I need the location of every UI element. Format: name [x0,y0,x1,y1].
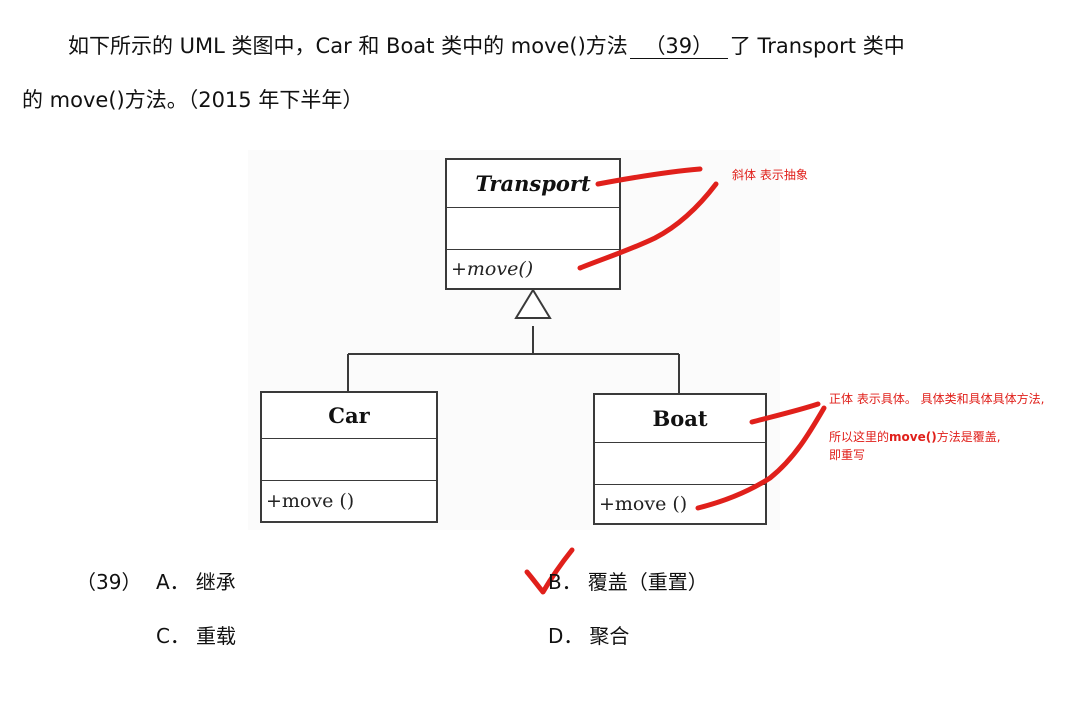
question-line-1: 如下所示的 UML 类图中，Car 和 Boat 类中的 move()方法（39… [68,30,905,60]
class-car-method: +move () [266,490,355,512]
note-concrete-line-1: 正体 表示具体。 具体类和具体具体方法, [829,392,1045,406]
class-car-attributes [262,439,436,481]
class-transport-attributes [447,208,619,250]
class-transport: Transport +move() [445,158,621,290]
note-concrete-line-2-end: 方法是覆盖, [936,430,1001,444]
option-a-text: 继承 [195,570,236,594]
class-boat-name: Boat [595,395,765,443]
option-d-letter: D． [548,624,584,648]
note-concrete-line-3: 即重写 [829,448,866,462]
option-d: D．聚合 [548,620,629,649]
uml-class-diagram: Transport +move() Car +move () Boat +mov… [248,150,780,530]
option-d-text: 聚合 [589,624,630,648]
question-number: （39） [76,570,142,594]
note-concrete-line-2-bold: move() [889,430,937,444]
note-concrete-line-2: 所以这里的move()方法是覆盖, [829,428,1001,445]
class-boat-attributes [595,443,765,485]
option-c-letter: C． [156,624,190,648]
option-b: B．覆盖（重置） [548,566,708,595]
question-line-2: 的 move()方法。（2015 年下半年） [22,88,364,112]
class-transport-method: +move() [451,258,534,280]
note-concrete-line-2-start: 所以这里的 [829,430,890,444]
generalization-arrowhead [514,288,552,319]
option-a-letter: A． [156,570,190,594]
answer-blank: （39） [629,34,728,59]
question-text-start: 如下所示的 UML 类图中，Car 和 Boat 类中的 move()方法 [68,34,628,58]
option-c-text: 重载 [195,624,236,648]
option-a: A．继承 [156,566,236,595]
option-c: C．重载 [156,620,236,649]
class-boat: Boat +move () [593,393,767,525]
option-b-letter: B． [548,570,582,594]
question-text-end: 了 Transport 类中 [729,34,905,58]
class-car: Car +move () [260,391,438,523]
class-car-name: Car [262,393,436,439]
class-boat-method: +move () [599,493,688,515]
class-transport-name: Transport [447,160,619,208]
note-abstract: 斜体 表示抽象 [732,168,808,182]
option-b-text: 覆盖（重置） [587,570,708,594]
